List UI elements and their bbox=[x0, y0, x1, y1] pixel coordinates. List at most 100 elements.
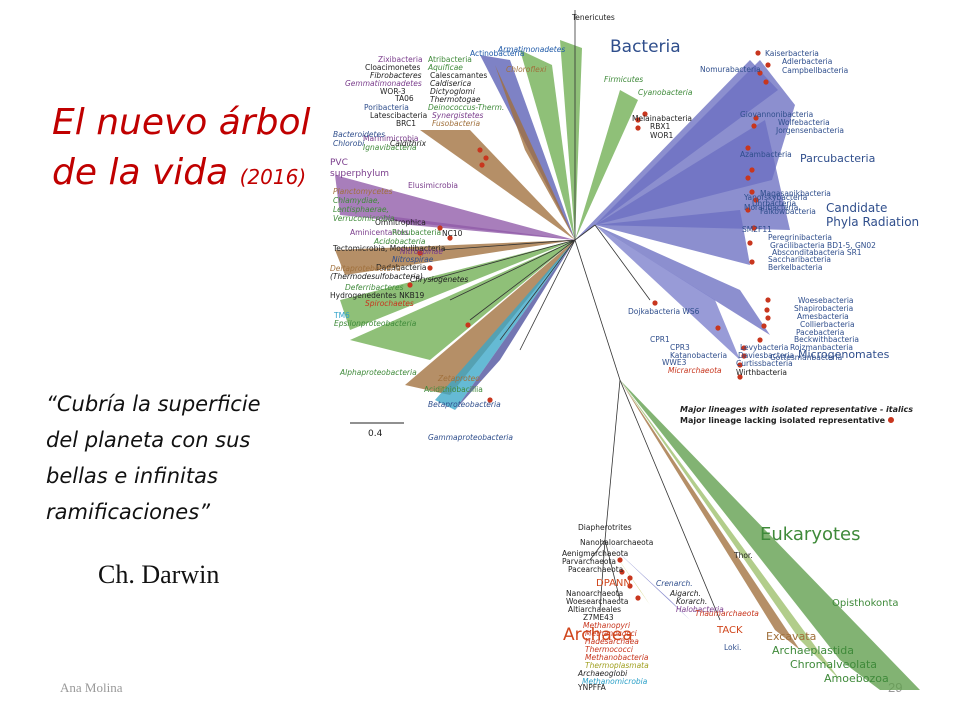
taxon-label: Bacteroidetes bbox=[333, 130, 385, 139]
tree-branch bbox=[439, 239, 576, 251]
red-dot bbox=[753, 197, 759, 203]
red-dot bbox=[635, 595, 641, 601]
taxon-label: Marinimicrobia bbox=[363, 134, 419, 143]
tree-branches bbox=[429, 10, 721, 621]
tree-dots bbox=[407, 50, 771, 601]
taxon-label: Synergistetes bbox=[432, 111, 484, 120]
taxon-label: Melainabacteria bbox=[632, 114, 692, 123]
tree-branch bbox=[599, 539, 606, 611]
clade-wedge bbox=[405, 240, 575, 395]
red-dot bbox=[741, 353, 747, 359]
taxon-label: Lentisphaerae, bbox=[333, 205, 389, 214]
clade-wedge bbox=[595, 210, 750, 265]
taxon-label: Pacebacteria bbox=[796, 328, 844, 337]
taxon-label: Curtissbacteria bbox=[736, 359, 793, 368]
microgenomates-label: Microgenomates bbox=[798, 348, 890, 361]
red-dot bbox=[751, 225, 757, 231]
taxon-label: Thermotogae bbox=[430, 95, 481, 104]
red-dot bbox=[617, 557, 623, 563]
clade-wedge bbox=[520, 50, 575, 240]
red-dot bbox=[757, 337, 763, 343]
clade-wedge bbox=[495, 65, 575, 240]
tree-branch bbox=[594, 224, 651, 301]
taxon-label: YNPFFA bbox=[577, 683, 607, 690]
legend-line2: Major lineage lacking isolated represent… bbox=[680, 416, 891, 425]
red-dot bbox=[479, 162, 485, 168]
clade-wedge bbox=[335, 240, 575, 275]
taxon-label: Spirochaetes bbox=[365, 299, 414, 308]
taxon-label: Azambacteria bbox=[740, 150, 792, 159]
taxon-label: Wolfebacteria bbox=[778, 118, 830, 127]
taxon-label: Zetaproteo. bbox=[437, 374, 482, 383]
red-dot bbox=[763, 79, 769, 85]
tree-branch bbox=[499, 239, 576, 341]
title-line1: El nuevo árbol bbox=[52, 102, 311, 143]
taxon-label: Magasanikbacteria bbox=[760, 189, 831, 198]
taxon-label: (Thermodesulfobacteria) bbox=[330, 272, 423, 281]
taxon-label: Acidobacteria bbox=[373, 237, 426, 246]
scale-label: 0.4 bbox=[368, 429, 383, 439]
taxon-label: Katanobacteria bbox=[670, 351, 727, 360]
quote-author: Ch. Darwin bbox=[98, 560, 220, 589]
red-dot bbox=[483, 155, 489, 161]
tree-labels: TenericutesActinobacteriaArmatimonadetes… bbox=[330, 13, 876, 690]
taxon-label: Absconditabacteria SR1 bbox=[772, 248, 862, 257]
clade-wedge bbox=[420, 130, 575, 240]
taxon-label: CPR3 bbox=[670, 343, 690, 352]
taxon-label: Chlorobi bbox=[333, 139, 365, 148]
red-dot bbox=[745, 175, 751, 181]
taxon-label: BRC1 bbox=[396, 119, 416, 128]
clade-wedge bbox=[380, 215, 575, 240]
taxon-label: Caldiserica bbox=[430, 79, 472, 88]
taxon-label: Berkelbacteria bbox=[768, 263, 822, 272]
clade-wedge bbox=[620, 380, 800, 650]
clade-wedge bbox=[605, 540, 650, 605]
taxon-label: Woesebacteria bbox=[798, 296, 854, 305]
red-dot bbox=[757, 70, 763, 76]
taxon-label: Nanohaloarchaeota bbox=[580, 538, 653, 547]
taxon-label: Aquificae bbox=[427, 63, 463, 72]
taxon-label: Betaproteobacteria bbox=[428, 400, 501, 409]
red-dot bbox=[761, 323, 767, 329]
tree-branch bbox=[519, 239, 576, 351]
taxon-label: Deltaprotebacteria bbox=[330, 264, 401, 273]
clade-wedge bbox=[575, 90, 638, 240]
tree-branch bbox=[589, 539, 606, 561]
taxon-label: Verrucomicrobia bbox=[333, 214, 395, 223]
taxon-label: Micrarchaeota bbox=[668, 366, 722, 375]
red-dot bbox=[642, 111, 648, 117]
taxon-label: Saccharibacteria bbox=[768, 255, 831, 264]
taxon-label: Calescamantes bbox=[430, 71, 487, 80]
taxon-label: Falkowbacteria bbox=[760, 207, 816, 216]
clade-wedge bbox=[605, 540, 690, 620]
taxon-label: Aminicentantes bbox=[350, 228, 409, 237]
taxon-label: Fibrobacteres bbox=[370, 71, 422, 80]
eukaryotes-label: Eukaryotes bbox=[760, 524, 861, 545]
red-dot bbox=[741, 345, 747, 351]
taxon-label: Crenarch. bbox=[656, 579, 693, 588]
euk-label-chromalveolata: Chromalveolata bbox=[790, 658, 877, 671]
taxon-label: Dadabacteria bbox=[376, 263, 427, 272]
darwin-quote: “Cubría la superficie del planeta con su… bbox=[46, 386, 316, 530]
taxon-label: Aenigmarchaeota bbox=[562, 549, 628, 558]
taxon-label: Peregrinibacteria bbox=[768, 233, 832, 242]
tree-wedges bbox=[335, 40, 920, 690]
red-dot bbox=[627, 583, 633, 589]
red-dot bbox=[749, 189, 755, 195]
red-dot bbox=[765, 315, 771, 321]
taxon-label: Gammaproteobacteria bbox=[428, 433, 513, 442]
red-dot bbox=[627, 575, 633, 581]
slide-title: El nuevo árbol de la vida (2016) bbox=[52, 98, 311, 202]
legend-line1: Major lineages with isolated representat… bbox=[680, 405, 913, 414]
taxon-label: Epsilonproteobacteria bbox=[334, 319, 417, 328]
tree-branch bbox=[604, 539, 621, 601]
taxon-label: TM6 bbox=[333, 311, 350, 320]
euk-label-opisthokonta: Opisthokonta bbox=[832, 598, 899, 609]
tree-branch bbox=[469, 239, 576, 321]
taxon-label: Dojkabacteria WS6 bbox=[628, 307, 700, 316]
bacteria-label: Bacteria bbox=[610, 37, 681, 57]
dpann-label: DPANN bbox=[596, 578, 631, 589]
red-dot bbox=[437, 225, 443, 231]
clade-wedge bbox=[435, 240, 575, 410]
taxon-label: Deinococcus-Therm. bbox=[428, 103, 504, 112]
